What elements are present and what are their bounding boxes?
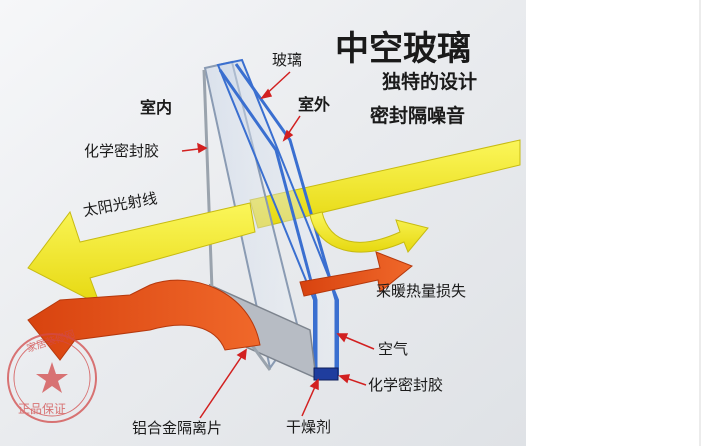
label-sealant-bottom: 化学密封胶 bbox=[368, 376, 443, 394]
leader-spacer bbox=[199, 349, 247, 419]
heat-loss-arrow bbox=[299, 251, 413, 297]
stamp-bottom-text: 正品保证 bbox=[18, 402, 66, 416]
label-indoor: 室内 bbox=[140, 98, 172, 117]
label-heat-loss: 采暖热量损失 bbox=[376, 282, 466, 300]
label-outdoor: 室外 bbox=[298, 95, 330, 114]
heat-curl-arrow bbox=[27, 279, 261, 361]
label-sealant-top: 化学密封胶 bbox=[84, 142, 159, 160]
stamp-inner-ring bbox=[13, 339, 91, 417]
subtitle-line-1: 独特的设计 bbox=[382, 70, 477, 93]
sunlight-arrow-front bbox=[27, 202, 256, 307]
label-air: 空气 bbox=[378, 340, 408, 358]
stamp-star-icon bbox=[36, 362, 68, 393]
leader-arrows bbox=[181, 71, 375, 419]
right-margin bbox=[526, 0, 708, 446]
subtitle-line-2: 密封隔噪音 bbox=[370, 104, 465, 127]
label-desiccant: 干燥剂 bbox=[286, 418, 331, 436]
desiccant-bar bbox=[313, 367, 339, 381]
sunlight-reflect-arrow bbox=[309, 211, 429, 253]
glass-edge-line-1 bbox=[218, 69, 318, 372]
label-glass: 玻璃 bbox=[272, 51, 302, 69]
label-spacer: 铝合金隔离片 bbox=[132, 419, 222, 437]
diagram-title: 中空玻璃 bbox=[335, 29, 471, 69]
stamp-ring bbox=[7, 333, 97, 423]
